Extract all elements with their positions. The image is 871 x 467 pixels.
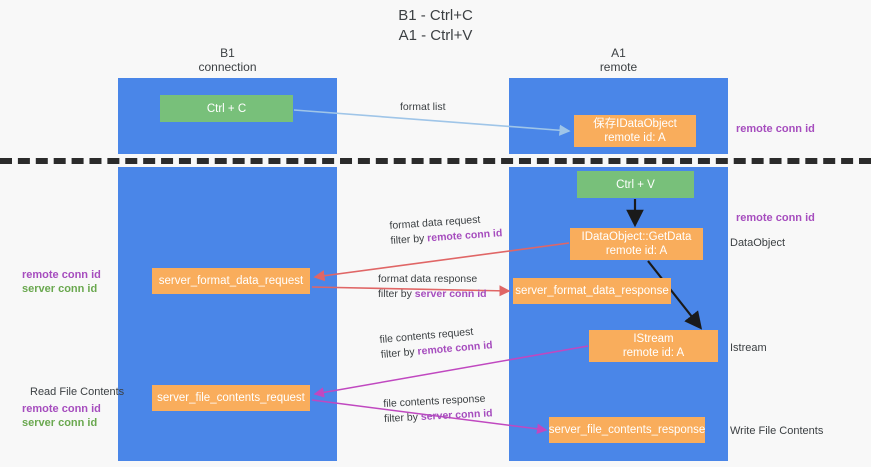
- label-file-contents-response-filter: filter by: [383, 411, 422, 425]
- column-header-b1-name: B1: [220, 46, 235, 60]
- annotation-read-file-contents: Read File Contents: [30, 386, 125, 398]
- label-format-data-response-line2: filter by server conn id: [378, 287, 487, 302]
- column-header-a1: A1 remote: [509, 46, 728, 74]
- column-header-a1-name: A1: [611, 46, 626, 60]
- label-file-contents-request-filter: filter by: [380, 345, 419, 361]
- label-format-data-request: format data request filter by remote con…: [389, 211, 503, 249]
- box-ctrl-c[interactable]: Ctrl + C: [160, 95, 293, 122]
- label-format-data-response-filter: filter by: [378, 288, 415, 300]
- box-istream-line1: IStream: [633, 333, 674, 345]
- column-header-b1-role: connection: [198, 60, 257, 74]
- annotation-left-conn-ids-lower: remote conn id server conn id: [22, 402, 101, 430]
- annotation-remote-conn-id-top: remote conn id: [736, 123, 815, 135]
- title-line-1: B1 - Ctrl+C: [398, 7, 473, 24]
- box-server-file-contents-request-label: server_file_contents_request: [157, 392, 305, 404]
- column-header-b1: B1 connection: [118, 46, 337, 74]
- annotation-left-server-conn-id-1: server conn id: [22, 283, 98, 295]
- box-server-format-data-request[interactable]: server_format_data_request: [152, 268, 310, 294]
- box-ctrl-c-label: Ctrl + C: [206, 102, 247, 115]
- box-server-file-contents-response-label: server_file_contents_response: [548, 424, 706, 436]
- label-format-data-response-key: server conn id: [414, 288, 487, 300]
- label-format-list-text: format list: [400, 101, 446, 113]
- box-istream[interactable]: IStream remote id: A: [589, 330, 718, 362]
- label-file-contents-response-key: server conn id: [420, 407, 493, 424]
- annotation-left-remote-conn-id-1: remote conn id: [22, 269, 101, 281]
- box-ctrl-v[interactable]: Ctrl + V: [577, 171, 694, 198]
- box-idataobject-getdata-line2: remote id: A: [605, 245, 668, 257]
- annotation-dataobject: DataObject: [730, 237, 786, 249]
- box-save-idataobject[interactable]: 保存IDataObject remote id: A: [574, 115, 696, 147]
- label-format-list: format list: [400, 100, 446, 115]
- column-header-a1-role: remote: [599, 60, 638, 74]
- lane-b1-lower: [118, 167, 337, 461]
- annotation-write-file-contents: Write File Contents: [730, 425, 824, 437]
- label-file-contents-response: file contents response filter by server …: [383, 391, 493, 427]
- title-line-2: A1 - Ctrl+V: [398, 27, 473, 44]
- annotation-left-conn-ids-upper: remote conn id server conn id: [22, 268, 101, 296]
- box-server-format-data-request-label: server_format_data_request: [158, 275, 304, 287]
- annotation-left-server-conn-id-2: server conn id: [22, 417, 98, 429]
- box-server-format-data-response-label: server_format_data_response: [515, 285, 669, 297]
- box-server-file-contents-response[interactable]: server_file_contents_response: [549, 417, 705, 443]
- box-ctrl-v-label: Ctrl + V: [616, 178, 655, 191]
- label-format-data-response: format data response filter by server co…: [378, 272, 487, 302]
- label-format-data-request-filter: filter by: [390, 232, 428, 247]
- diagram-title: B1 - Ctrl+C A1 - Ctrl+V: [0, 6, 871, 46]
- box-server-format-data-response[interactable]: server_format_data_response: [513, 278, 671, 304]
- box-save-idataobject-line1: 保存IDataObject: [593, 118, 677, 130]
- box-save-idataobject-line2: remote id: A: [604, 132, 666, 144]
- annotation-left-remote-conn-id-2: remote conn id: [22, 403, 101, 415]
- box-server-file-contents-request[interactable]: server_file_contents_request: [152, 385, 310, 411]
- label-file-contents-request: file contents request filter by remote c…: [379, 323, 493, 363]
- annotation-remote-conn-id-mid: remote conn id: [736, 212, 815, 224]
- label-format-data-response-line1: format data response: [378, 273, 478, 285]
- label-format-data-request-key: remote conn id: [426, 227, 503, 245]
- box-idataobject-getdata[interactable]: IDataObject::GetData remote id: A: [570, 228, 703, 260]
- box-istream-line2: remote id: A: [622, 347, 685, 359]
- phase-separator: [0, 158, 871, 164]
- annotation-istream: Istream: [730, 342, 767, 354]
- box-idataobject-getdata-line1: IDataObject::GetData: [581, 231, 692, 243]
